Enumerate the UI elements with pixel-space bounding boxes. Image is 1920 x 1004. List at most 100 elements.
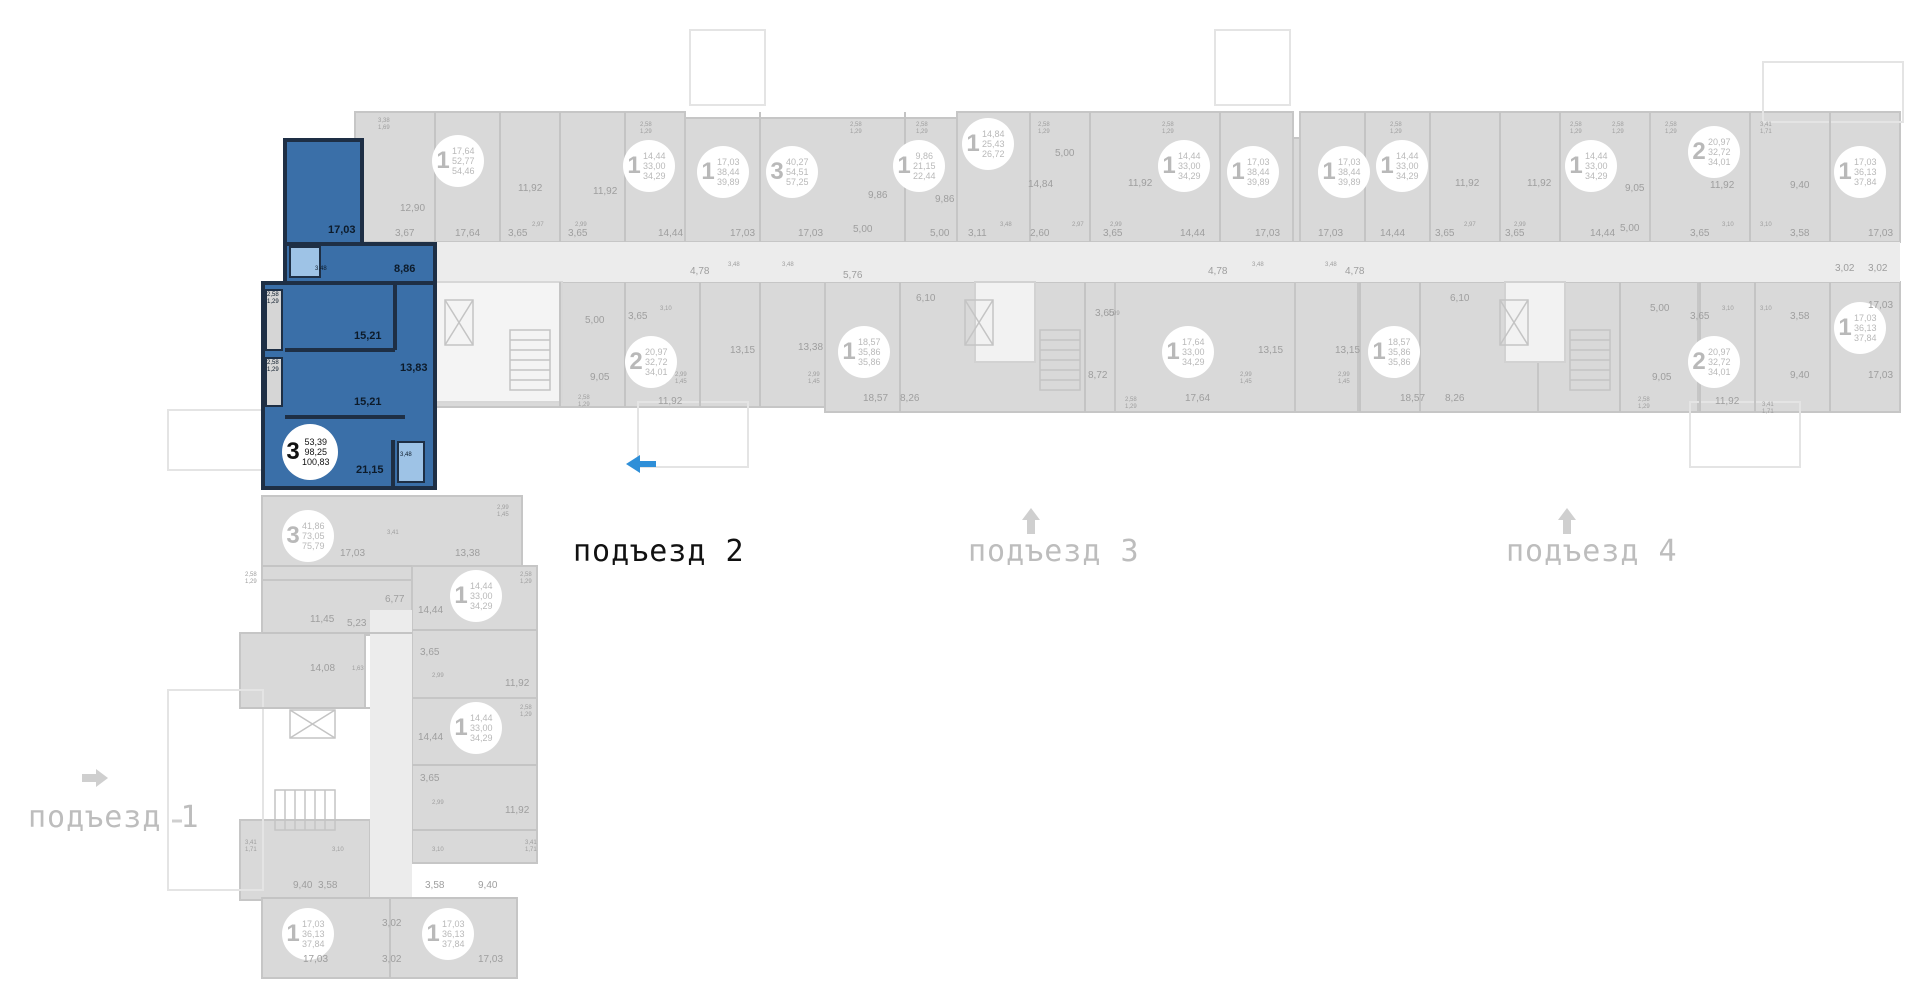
bath-area: 3,10 [1722,306,1734,312]
rooms-count: 3 [286,438,300,465]
stairs [274,299,1611,831]
room-area: 3,65 [1095,308,1115,319]
area: 98,25 [304,447,328,457]
room-area: 11,92 [593,186,618,197]
bath-area: 3,10 [332,847,344,853]
room-area: 5,00 [1055,148,1075,159]
room-area: 12,90 [400,203,426,214]
entrance-3-label[interactable]: подъезд 3 [968,534,1140,569]
room-area: 3,58 [425,880,445,891]
total-area: 100,83 [302,457,330,467]
room-area: 13,38 [798,342,824,353]
wing-block-4[interactable] [239,632,366,709]
bath-area: 2,99 [575,222,587,228]
balcony-area: 2,58 1,29 [578,395,590,408]
room-area: 11,92 [1710,180,1735,191]
room-area: 9,05 [590,372,610,383]
room-area: 9,86 [935,194,955,205]
balcony-area: 2,58 1,29 [1612,122,1624,135]
room-area: 11,92 [1715,396,1740,407]
room-area: 13,15 [1258,345,1284,356]
room-area: 18,57 [863,393,889,404]
room-area: 3,02 [1868,263,1888,274]
bath-area: 3,48 [315,266,327,272]
balcony-area: 2,99 1,45 [808,372,820,385]
room-area: 11,92 [1455,178,1480,189]
room-area: 2,60 [1030,228,1050,239]
balcony-area: 2,58 1,29 [520,705,532,718]
balcony-area: 2,99 1,45 [1240,372,1252,385]
selected-apartment[interactable] [261,138,437,490]
entrance-1-label[interactable]: подъезд 1 [28,800,200,835]
bath-area: 2,97 [1072,222,1084,228]
wing-block-6[interactable] [239,819,371,901]
room-area: 21,15 [356,464,384,476]
balcony-area: 2,58 1,29 [1038,122,1050,135]
room-area: 5,00 [1620,223,1640,234]
room-area: 9,05 [1625,183,1645,194]
living-area: 53,39 [304,437,328,447]
balcony-area: 2,58 1,29 [640,122,652,135]
balcony-area: 2,58 1,29 [267,360,279,373]
room-area: 14,44 [418,605,444,616]
bath-area: 2,99 [432,800,444,806]
room-area: 14,44 [1180,228,1206,239]
bath-area: 3,10 [660,306,672,312]
entrance-arrows [82,455,1576,823]
room-area: 17,03 [328,224,356,236]
bath-area: 2,99 [432,673,444,679]
room-area: 9,86 [868,190,888,201]
balcony-area: 2,58 1,29 [1665,122,1677,135]
room-area: 5,23 [347,618,367,629]
room-area: 3,02 [382,954,402,965]
entrance-2-label[interactable]: подъезд 2 [573,534,745,569]
bath-area: 3,48 [400,452,412,458]
bath-area: 3,48 [728,262,740,268]
room-area: 6,77 [385,594,405,605]
bath-area: 2,99 [1108,311,1120,317]
room-area: 14,44 [1590,228,1616,239]
room-area: 3,11 [968,228,987,239]
room-area: 8,86 [394,263,416,275]
balcony-area: 2,99 1,45 [675,372,687,385]
entrance-4-label[interactable]: подъезд 4 [1506,534,1678,569]
room-area: 4,78 [1345,266,1365,277]
selected-apartment-badge[interactable]: 3 53,39 98,25 100,83 [282,424,338,480]
room-area: 14,84 [1028,179,1054,190]
room-area: 5,00 [585,315,605,326]
balcony-area: 2,99 1,45 [497,505,509,518]
room-area: 9,05 [1652,372,1672,383]
bath-area: 3,10 [1760,306,1772,312]
bath-area: 2,97 [532,222,544,228]
room-area: 17,64 [455,228,481,239]
room-area: 17,03 [1318,228,1344,239]
room-area: 5,00 [1650,303,1670,314]
room-area: 8,26 [1445,393,1465,404]
balcony-area: 3,41 1,71 [245,840,257,853]
